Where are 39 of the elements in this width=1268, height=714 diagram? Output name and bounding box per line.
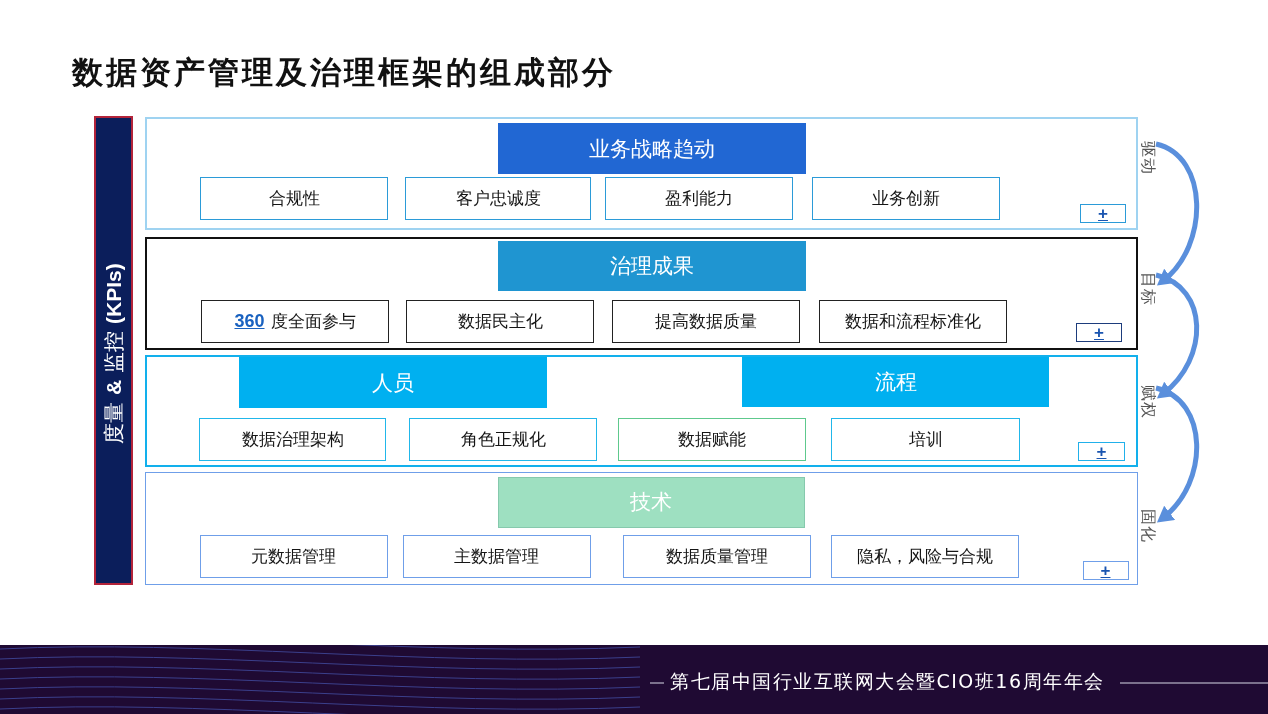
layer-panel: [145, 117, 1138, 230]
item-box: 业务创新: [812, 177, 1000, 220]
item-box: 培训: [831, 418, 1020, 461]
item-box: 元数据管理: [199, 534, 388, 578]
item-box: 盈利能力: [605, 177, 793, 220]
item-box: 数据和流程标准化: [819, 300, 1007, 343]
item-box: 数据民主化: [406, 300, 594, 343]
footer-text: 第七届中国行业互联网大会暨CIO班16周年年会: [670, 670, 1105, 693]
layer-panel: [145, 355, 1138, 467]
plus-box: +: [1078, 442, 1125, 461]
heading-band: 治理成果: [498, 241, 806, 291]
item-box: 客户忠诚度: [405, 177, 591, 220]
layer-panel: [145, 472, 1138, 585]
side-label: 赋权: [1140, 385, 1156, 419]
item-box: 360 度全面参与: [201, 300, 389, 343]
plus-box: +: [1080, 204, 1126, 223]
item-box: 提高数据质量: [612, 300, 800, 343]
item-box: 数据治理架构: [199, 418, 386, 461]
heading-band: 流程: [742, 357, 1049, 407]
curved-arrow: [1155, 141, 1200, 287]
vertical-band: 度量 & 监控 (KPIs): [94, 116, 133, 585]
item-box: 数据质量管理: [622, 534, 811, 578]
item-box: 隐私，风险与合规: [830, 534, 1019, 578]
heading-band: 技术: [497, 476, 805, 528]
item-box: 合规性: [200, 177, 388, 220]
item-box: 角色正规化: [409, 418, 597, 461]
item-box: 数据赋能: [618, 418, 806, 461]
item-box: 主数据管理: [402, 534, 591, 578]
heading-band: 业务战略趋动: [498, 123, 806, 174]
layer-panel: [145, 237, 1138, 350]
side-label: 目标: [1140, 272, 1156, 306]
curved-arrow: [1155, 385, 1200, 524]
side-label: 固化: [1140, 509, 1156, 543]
curved-arrow: [1155, 272, 1200, 400]
heading-band: 人员: [239, 357, 547, 408]
side-label: 驱动: [1140, 141, 1156, 175]
title: 数据资产管理及治理框架的组成部分: [72, 54, 616, 92]
plus-box: +: [1082, 560, 1129, 580]
plus-box: +: [1076, 323, 1122, 342]
